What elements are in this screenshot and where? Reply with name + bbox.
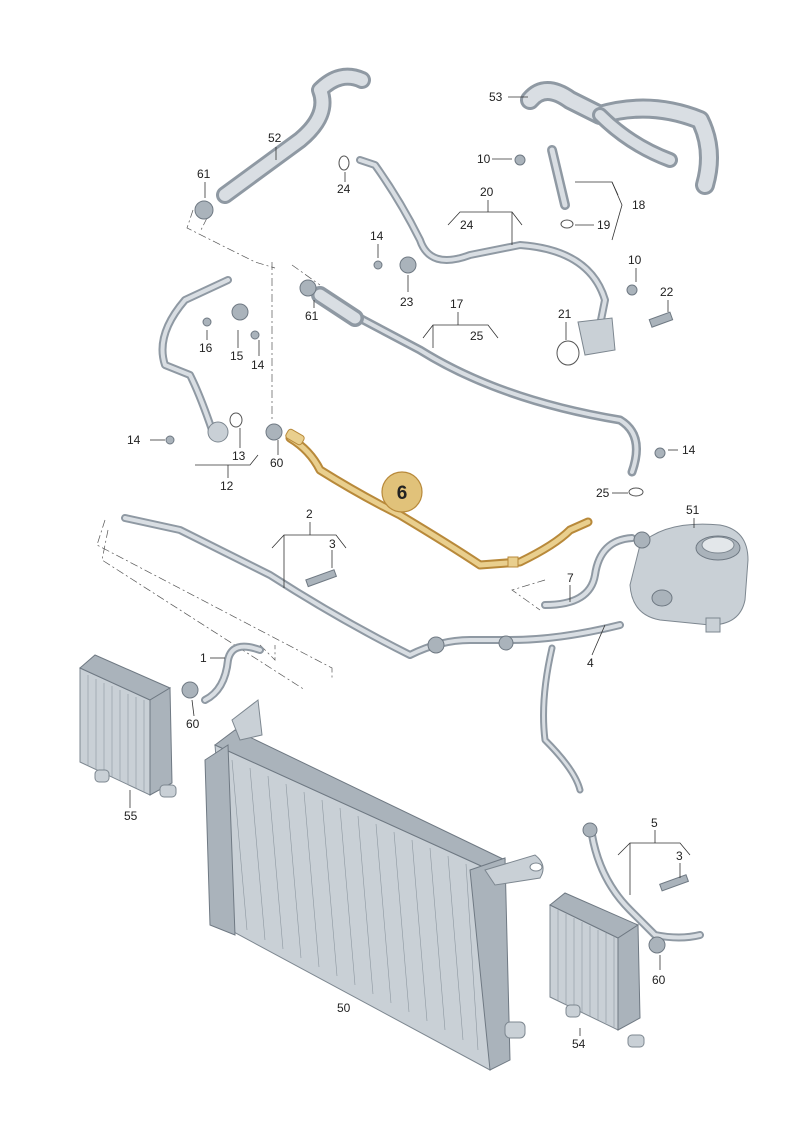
callout-14d: 14 (682, 443, 696, 457)
callout-10b: 10 (628, 253, 642, 267)
radiator-50 (204, 699, 544, 1071)
callout-7: 7 (567, 571, 574, 585)
callout-24: 24 (337, 182, 351, 196)
callout-numbers: 53 52 10 61 24 20 18 24 19 14 23 10 22 1… (124, 90, 700, 1051)
callout-2: 2 (306, 507, 313, 521)
callout-20: 20 (480, 185, 494, 199)
callout-3: 3 (329, 537, 336, 551)
callout-1: 1 (200, 651, 207, 665)
fittings (165, 154, 690, 954)
callout-52: 52 (268, 131, 282, 145)
callout-24b: 24 (460, 218, 474, 232)
callout-16: 16 (199, 341, 213, 355)
callout-12: 12 (220, 479, 234, 493)
callout-14b: 14 (251, 358, 265, 372)
callout-50: 50 (337, 1001, 351, 1015)
callout-15: 15 (230, 349, 244, 363)
part-6-badge (381, 471, 423, 513)
highlighted-pipe-6[interactable]: 6 (285, 428, 593, 570)
callout-60: 60 (270, 456, 284, 470)
callout-22: 22 (660, 285, 674, 299)
callout-21: 21 (558, 307, 572, 321)
callout-18: 18 (632, 198, 646, 212)
callout-19: 19 (597, 218, 611, 232)
callout-17: 17 (450, 297, 464, 311)
callout-25: 25 (470, 329, 484, 343)
callout-13: 13 (232, 449, 246, 463)
callout-25b: 25 (596, 486, 610, 500)
callout-14c: 14 (127, 433, 141, 447)
callout-60b: 60 (186, 717, 200, 731)
assembly-lines (96, 209, 546, 691)
callout-10: 10 (477, 152, 491, 166)
callout-53: 53 (489, 90, 503, 104)
callout-14: 14 (370, 229, 384, 243)
part-6-label: 6 (397, 483, 408, 504)
auxiliary-cooler-55 (79, 654, 177, 798)
callout-3b: 3 (676, 849, 683, 863)
auxiliary-cooler-54 (549, 892, 645, 1048)
callout-5: 5 (651, 816, 658, 830)
callout-54: 54 (572, 1037, 586, 1051)
callout-61: 61 (197, 167, 211, 181)
callout-61b: 61 (305, 309, 319, 323)
expansion-tank-51 (629, 523, 749, 633)
callout-23: 23 (400, 295, 414, 309)
callout-4: 4 (587, 656, 594, 670)
callout-55: 55 (124, 809, 138, 823)
coolant-pipes (121, 67, 719, 942)
callout-51: 51 (686, 503, 700, 517)
leader-lines (129, 96, 695, 1036)
callout-60c: 60 (652, 973, 666, 987)
